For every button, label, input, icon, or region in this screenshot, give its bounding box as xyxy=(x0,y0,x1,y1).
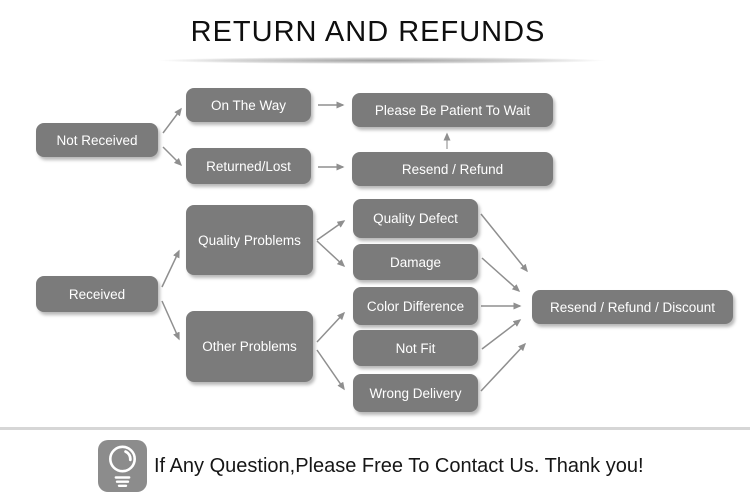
footer-message: If Any Question,Please Free To Contact U… xyxy=(154,454,644,477)
arrow-not-received-to-returned-lost xyxy=(162,146,183,167)
node-not-received: Not Received xyxy=(36,123,158,157)
node-other-problems: Other Problems xyxy=(186,311,313,382)
page-title: RETURN AND REFUNDS xyxy=(190,16,546,48)
arrow-not-fit-to-discount xyxy=(481,319,522,350)
arrow-damage-to-discount xyxy=(481,257,521,292)
arrow-quality-problems-to-damage xyxy=(316,240,346,268)
node-returned-lost: Returned/Lost xyxy=(186,148,311,184)
light-bulb-icon xyxy=(98,440,147,492)
title-underline xyxy=(158,57,606,64)
node-received: Received xyxy=(36,276,158,312)
node-color-difference: Color Difference xyxy=(353,287,478,325)
arrow-quality-problems-to-quality-defect xyxy=(316,220,346,241)
node-not-fit: Not Fit xyxy=(353,330,478,366)
arrow-wrong-delivery-to-discount xyxy=(480,342,527,392)
node-wrong-delivery: Wrong Delivery xyxy=(353,374,478,412)
node-please-be-patient: Please Be Patient To Wait xyxy=(352,93,553,127)
arrow-received-to-quality-problems xyxy=(161,249,180,288)
arrow-quality-defect-to-discount xyxy=(480,213,528,273)
node-damage: Damage xyxy=(353,244,478,280)
node-resend-refund: Resend / Refund xyxy=(352,152,553,186)
node-resend-refund-discount: Resend / Refund / Discount xyxy=(532,290,733,324)
arrow-not-received-to-on-the-way xyxy=(162,107,182,134)
node-quality-defect: Quality Defect xyxy=(353,199,478,238)
arrow-other-problems-to-color-difference xyxy=(316,311,346,343)
arrow-received-to-other-problems xyxy=(161,300,180,341)
footer-divider xyxy=(0,427,750,430)
node-quality-problems: Quality Problems xyxy=(186,205,313,275)
arrow-other-problems-to-wrong-delivery xyxy=(316,349,345,391)
node-on-the-way: On The Way xyxy=(186,88,311,122)
